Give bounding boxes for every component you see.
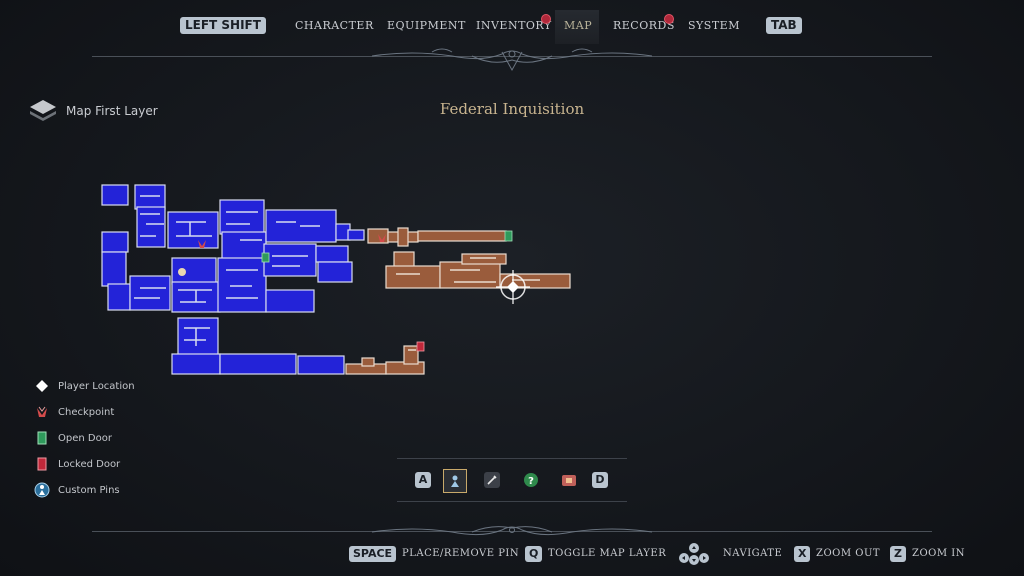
open-door-icon — [34, 430, 50, 446]
zoom-out-label: ZOOM OUT — [816, 548, 881, 559]
x-key[interactable]: X — [794, 546, 811, 562]
zoom-in-label: ZOOM IN — [912, 548, 965, 559]
legend-open-door: Open Door — [34, 430, 184, 446]
z-key[interactable]: Z — [890, 546, 906, 562]
map-layer-indicator[interactable]: Map First Layer — [28, 98, 158, 124]
legend-label: Open Door — [58, 432, 112, 444]
room-walls — [134, 195, 320, 346]
space-key[interactable]: SPACE — [349, 546, 397, 562]
tab-equipment[interactable]: EQUIPMENT — [387, 19, 466, 32]
current-area-rooms — [345, 227, 571, 375]
tab-records[interactable]: RECORDS — [613, 19, 675, 32]
svg-text:?: ? — [528, 476, 534, 487]
legend-label: Locked Door — [58, 458, 121, 470]
records-notification-badge — [664, 14, 674, 24]
figure-pin-icon[interactable] — [443, 469, 467, 493]
open-door-marker — [504, 230, 513, 242]
legend-player-location: Player Location — [34, 378, 184, 394]
locked-door-marker — [416, 341, 425, 352]
bottom-ornament-icon — [372, 526, 652, 536]
legend-custom-pins: Custom Pins — [34, 482, 184, 498]
active-tab-highlight — [555, 10, 599, 44]
pin-prev-key[interactable]: A — [415, 472, 431, 488]
checkpoint-icon — [34, 404, 50, 420]
layers-icon — [30, 100, 56, 121]
pin-next-key[interactable]: D — [592, 472, 608, 488]
custom-pin-icon — [34, 482, 50, 498]
diamond-icon — [34, 378, 50, 394]
legend-locked-door: Locked Door — [34, 456, 184, 472]
inventory-notification-badge — [541, 14, 551, 24]
chest-pin-icon[interactable] — [561, 472, 577, 488]
sword-pin-icon[interactable] — [484, 472, 500, 488]
navigate-label: NAVIGATE — [723, 548, 783, 559]
tab-inventory[interactable]: INVENTORY — [476, 19, 552, 32]
toggle-map-layer-label: TOGGLE MAP LAYER — [548, 548, 667, 559]
current-area-walls — [396, 257, 540, 351]
next-menu-key[interactable]: TAB — [766, 17, 802, 34]
pin-toolbar: A ? D — [397, 458, 627, 502]
place-remove-pin-label: PLACE/REMOVE PIN — [402, 548, 520, 559]
tab-system[interactable]: SYSTEM — [688, 19, 740, 32]
top-ornament-icon — [372, 48, 652, 72]
legend-label: Checkpoint — [58, 406, 115, 418]
locked-door-icon — [34, 456, 50, 472]
tab-map[interactable]: MAP — [564, 19, 593, 32]
controls-footer: SPACE PLACE/REMOVE PIN Q TOGGLE MAP LAYE… — [0, 540, 1024, 566]
custom-pin-marker — [178, 268, 186, 276]
legend-checkpoint: Checkpoint — [34, 404, 184, 420]
bottom-divider — [92, 531, 932, 532]
checkpoint-marker — [198, 234, 386, 248]
area-title: Federal Inquisition — [439, 100, 585, 118]
q-key[interactable]: Q — [525, 546, 543, 562]
question-pin-icon[interactable]: ? — [523, 472, 539, 488]
prev-menu-key[interactable]: LEFT SHIFT — [180, 17, 266, 34]
open-door-marker — [261, 252, 270, 263]
top-menu-bar: LEFT SHIFT CHARACTER EQUIPMENT INVENTORY… — [0, 0, 1024, 50]
tab-character[interactable]: CHARACTER — [295, 19, 374, 32]
legend-label: Custom Pins — [58, 484, 120, 496]
map-layer-label: Map First Layer — [66, 104, 158, 118]
player-location-marker — [496, 270, 530, 304]
explored-rooms — [101, 184, 365, 375]
legend-label: Player Location — [58, 380, 135, 392]
dpad-icon[interactable] — [676, 542, 712, 566]
